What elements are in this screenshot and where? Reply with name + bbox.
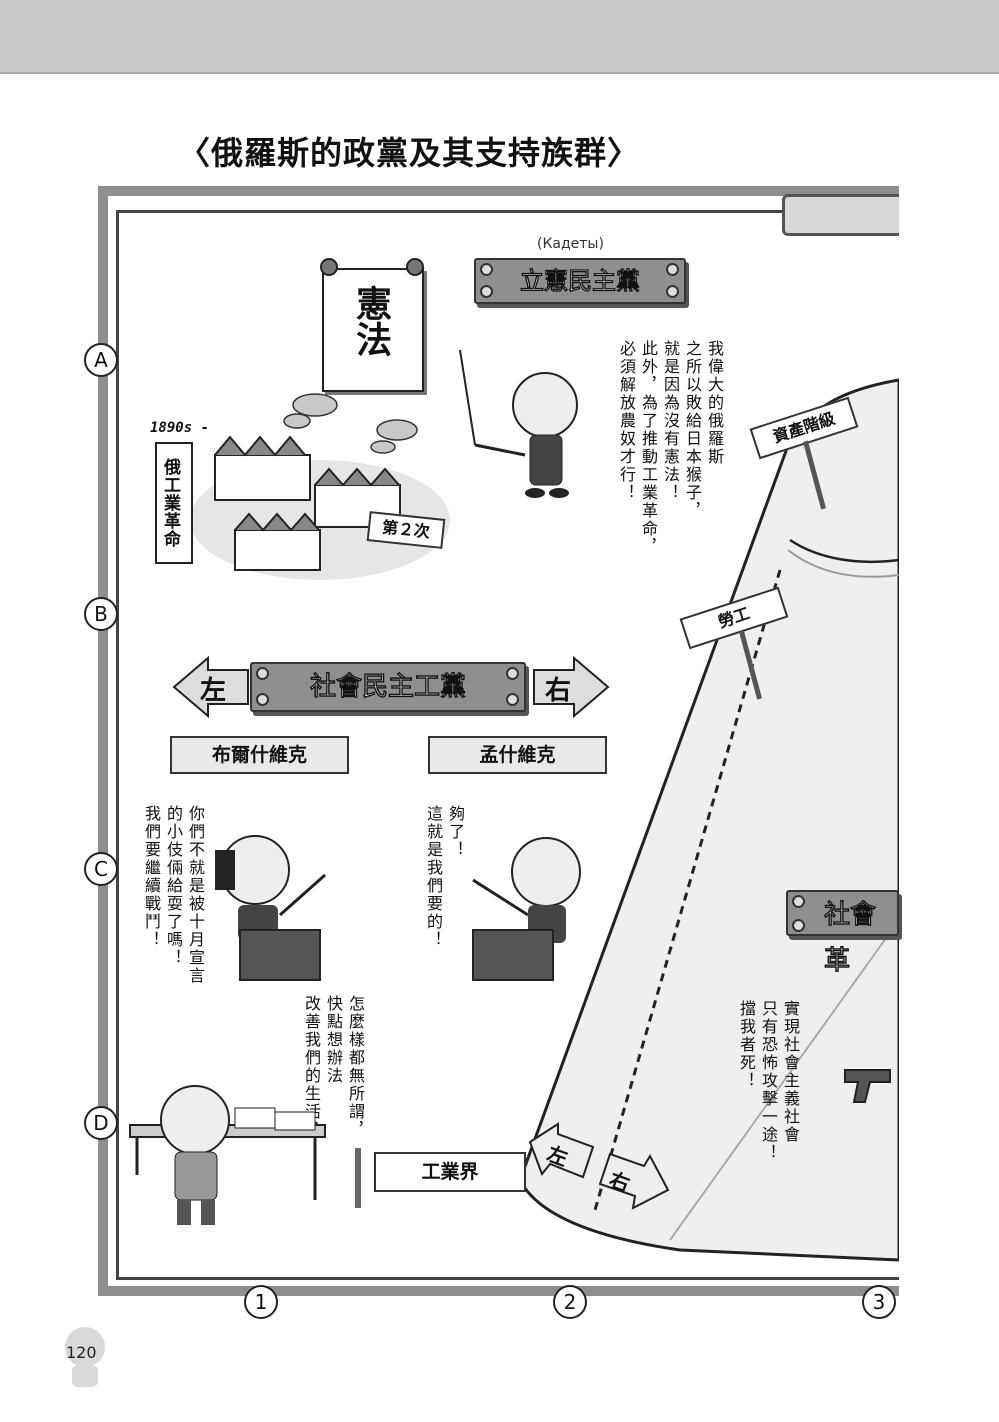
row-label-c: C (84, 852, 118, 886)
industrial-revolution-label: 俄工業革命 (160, 458, 180, 548)
left-label: 左 (200, 676, 227, 706)
bolt-icon (480, 285, 493, 298)
bolt-icon (506, 667, 519, 680)
sdp-party-name: 社會民主工黨 (309, 672, 467, 703)
bolt-icon (666, 285, 679, 298)
bolshevik-ribbon: 布爾什維克 (170, 736, 349, 774)
mascot-icon (65, 1327, 105, 1387)
menshevik-speech: 夠了！ 這就是我們要的！ (424, 805, 465, 949)
right-label: 右 (545, 676, 572, 706)
bolt-icon (792, 895, 805, 908)
worker-speech: 怎麼樣都無所謂， 快點想辦法 改善我們的生活！ (302, 995, 365, 1139)
top-header-bar (0, 0, 999, 74)
kadets-party-name: 立憲民主黨 (520, 267, 641, 296)
pushpin-icon (320, 258, 338, 276)
bolt-icon (256, 667, 269, 680)
sr-party-plank: 社會革 (786, 890, 899, 976)
pistol-icon (844, 1069, 891, 1103)
period-label: 1890s - (150, 420, 210, 436)
bolt-icon (666, 263, 679, 276)
bolt-icon (506, 693, 519, 706)
worker-character (129, 1085, 326, 1225)
pushpin-icon (406, 258, 424, 276)
bolshevik-speech: 你們不就是被十月宣言 的小伎倆給耍了嗎！ 我們要繼續戰鬥！ (142, 805, 205, 985)
cone-left-right-arrows (528, 1122, 670, 1210)
bolt-icon (256, 693, 269, 706)
menshevik-speaker-character (472, 837, 581, 981)
bolt-icon (792, 919, 805, 932)
constitution-paper (322, 268, 424, 392)
content-frame-inner (116, 210, 899, 1280)
row-label-b: B (84, 597, 118, 631)
sdp-party-plank: 社會民主工黨 (250, 662, 526, 712)
industry-sign: 工業界 (374, 1152, 526, 1192)
sign-post (355, 1148, 361, 1208)
bolt-icon (480, 263, 493, 276)
factories-illustration (214, 393, 418, 571)
bolshevik-speaker-character (215, 835, 326, 981)
industrial-revolution-sign (155, 442, 193, 564)
page-title: 〈俄羅斯的政黨及其支持族群〉 (178, 134, 641, 172)
menshevik-ribbon: 孟什維克 (428, 736, 607, 774)
row-label-d: D (84, 1106, 118, 1140)
kadets-speaker-character (459, 349, 578, 498)
col-label-1: 1 (244, 1285, 278, 1319)
kadets-russian-name: (Кадеты) (537, 236, 604, 252)
sr-speech: 實現社會主義社會 只有恐怖攻擊一途！ 擋我者死！ (737, 1000, 800, 1162)
col-label-2: 2 (553, 1285, 587, 1319)
frame-corner-tab (782, 194, 899, 236)
row-label-a: A (84, 343, 118, 377)
page-number: 120 (66, 1343, 97, 1362)
kadets-party-plank: 立憲民主黨 (474, 258, 686, 304)
left-right-arrows (172, 656, 610, 718)
col-label-3: 3 (862, 1285, 896, 1319)
sr-party-name: 社會革 (824, 900, 877, 977)
kadets-speech: 我偉大的俄羅斯 之所以敗給日本猴子， 就是因為沒有憲法！ 此外，為了推動工業革命… (617, 340, 724, 556)
constitution-text: 憲法 (350, 285, 392, 357)
